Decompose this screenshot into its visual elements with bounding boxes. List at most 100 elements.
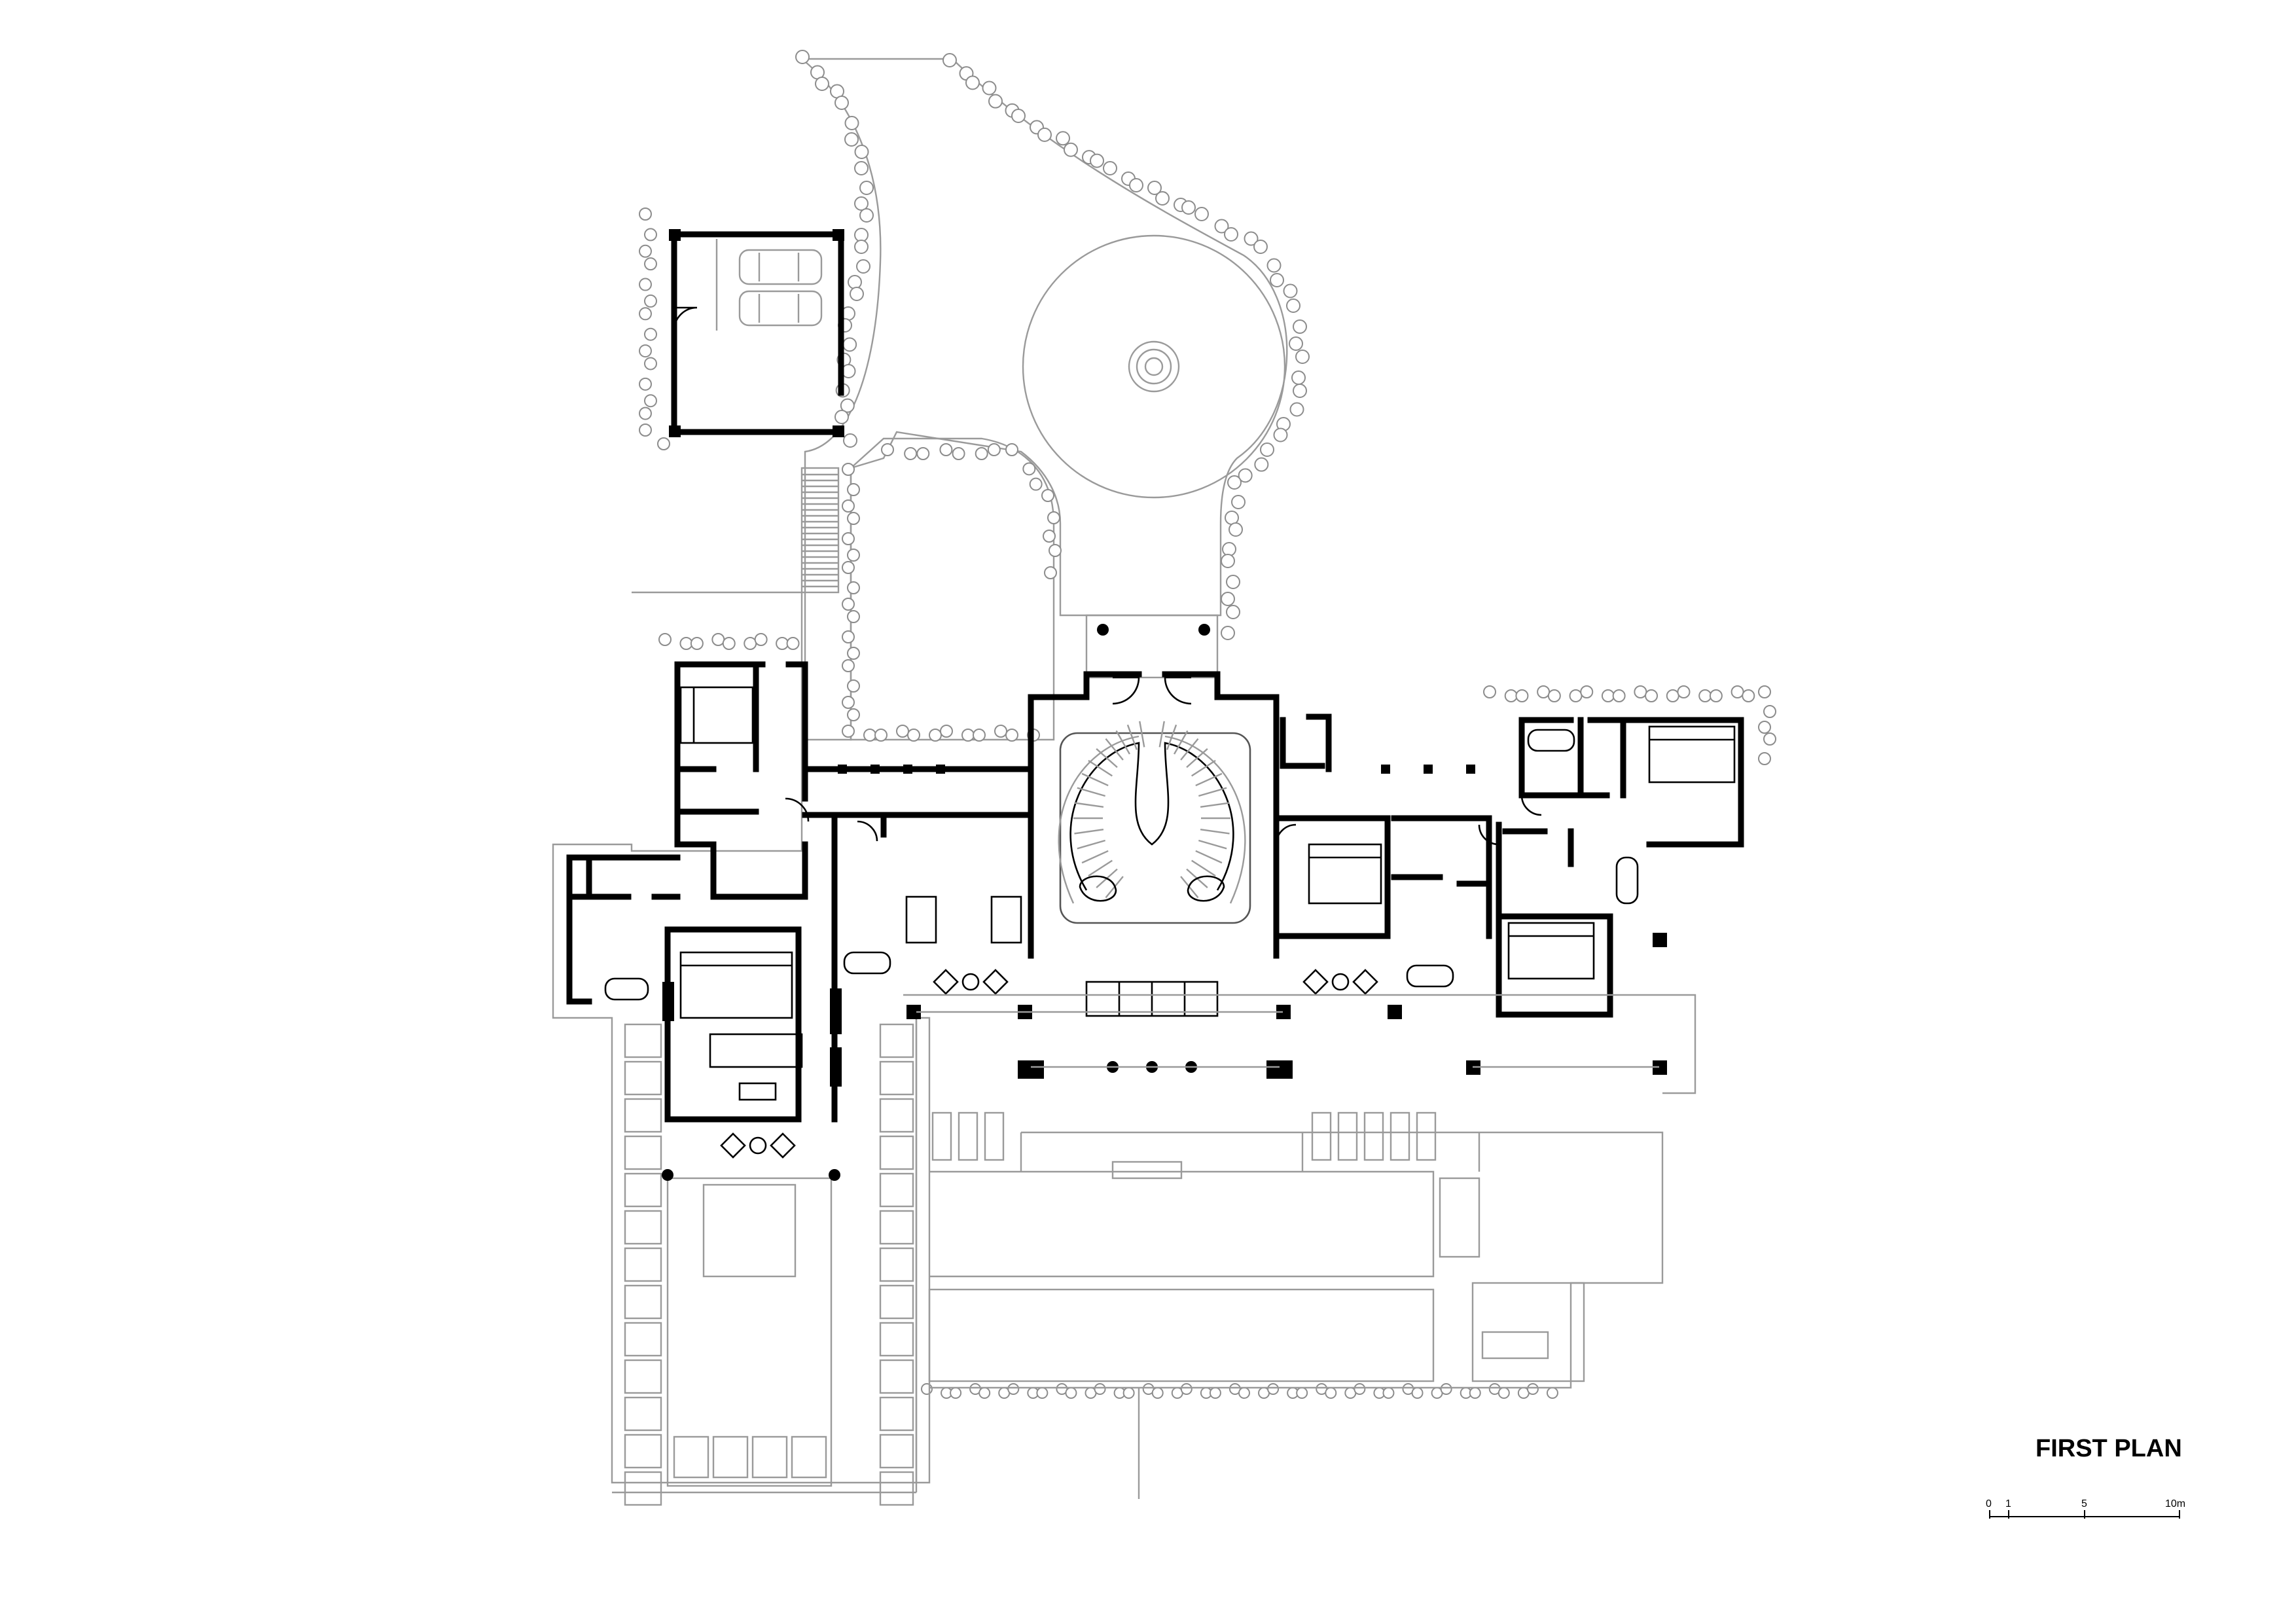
tree-icon xyxy=(679,637,693,650)
tree-icon xyxy=(952,447,965,460)
tree-icon xyxy=(1129,178,1143,192)
tree-icon xyxy=(1515,689,1529,702)
tree-icon xyxy=(1047,511,1060,524)
bathtub xyxy=(1406,964,1454,988)
tree-icon xyxy=(842,725,855,738)
tree-icon xyxy=(929,729,942,742)
scale-tick-label: 1 xyxy=(2005,1498,2011,1509)
tree-icon xyxy=(1090,153,1104,168)
tree-icon xyxy=(854,240,869,254)
tree-icon xyxy=(1238,1387,1250,1399)
pool xyxy=(928,1288,1435,1382)
tree-icon xyxy=(1155,191,1170,206)
tree-icon xyxy=(1226,605,1240,619)
bathtub xyxy=(843,951,891,975)
tree-icon xyxy=(844,116,859,130)
tree-icon xyxy=(848,275,862,289)
tree-icon xyxy=(939,443,953,456)
bathtub xyxy=(604,977,649,1001)
tree-icon xyxy=(1612,689,1626,702)
tree-icon xyxy=(842,659,855,672)
tree-icon xyxy=(1763,705,1776,718)
tree-icon xyxy=(1238,468,1253,483)
tree-icon xyxy=(940,725,953,738)
tree-icon xyxy=(776,637,789,650)
tree-icon xyxy=(1411,1387,1424,1399)
tree-icon xyxy=(1270,273,1284,287)
tree-icon xyxy=(754,633,768,646)
tree-icon xyxy=(965,75,980,90)
tree-icon xyxy=(847,549,860,562)
tree-icon xyxy=(842,696,855,709)
tree-icon xyxy=(854,196,869,211)
tree-icon xyxy=(975,447,988,460)
left-terrace-outline xyxy=(552,591,918,1484)
tree-icon xyxy=(1224,227,1238,242)
tree-icon xyxy=(1758,685,1771,698)
tree-icon xyxy=(859,208,874,223)
tree-icon xyxy=(644,228,657,242)
tree-icon xyxy=(786,637,800,650)
tree-icon xyxy=(988,94,1003,109)
tree-icon xyxy=(1221,592,1235,606)
tree-icon xyxy=(863,729,876,742)
tree-icon xyxy=(1763,732,1776,746)
fountain-outer xyxy=(1128,340,1180,393)
fountain-mid xyxy=(1136,348,1172,385)
tree-icon xyxy=(1440,1383,1452,1395)
tree-icon xyxy=(1645,689,1659,702)
tree-icon xyxy=(1194,207,1209,221)
tree-icon xyxy=(1037,127,1052,142)
tree-icon xyxy=(644,394,657,408)
tree-icon xyxy=(1504,689,1518,702)
fountain-inner xyxy=(1144,357,1164,376)
tree-icon xyxy=(1286,298,1300,313)
tree-icon xyxy=(1147,181,1162,195)
tree-icon xyxy=(1036,1387,1049,1399)
tree-icon xyxy=(921,1383,933,1395)
tree-icon xyxy=(859,181,874,195)
tree-icon xyxy=(881,443,894,456)
tree-icon xyxy=(1547,689,1561,702)
bed xyxy=(1308,843,1382,905)
tree-icon xyxy=(1043,530,1056,543)
tree-icon xyxy=(1022,462,1036,476)
tree-icon xyxy=(1103,161,1117,175)
tree-icon xyxy=(1758,721,1771,734)
tree-icon xyxy=(1029,477,1043,491)
site-landscape xyxy=(552,50,1776,1484)
tree-icon xyxy=(1677,685,1691,698)
tree-icon xyxy=(834,96,849,110)
tree-icon xyxy=(1601,689,1615,702)
tree-icon xyxy=(1151,1387,1164,1399)
tree-icon xyxy=(1291,370,1306,385)
scale-tick-label: 5 xyxy=(2081,1498,2087,1509)
garage-stair xyxy=(800,467,840,594)
tree-icon xyxy=(874,729,888,742)
car-icon xyxy=(738,290,823,327)
tree-icon xyxy=(854,161,869,175)
tree-icon xyxy=(842,463,855,476)
tree-icon xyxy=(978,1387,991,1399)
tree-icon xyxy=(644,357,657,370)
tree-icon xyxy=(1227,475,1242,490)
tree-icon xyxy=(950,1387,962,1399)
tree-icon xyxy=(1382,1387,1395,1399)
tree-icon xyxy=(815,77,829,91)
tree-icon xyxy=(658,633,672,646)
tree-icon xyxy=(1273,427,1288,442)
tree-icon xyxy=(982,81,997,96)
tree-icon xyxy=(639,424,652,437)
tree-icon xyxy=(1283,283,1298,298)
tree-icon xyxy=(1221,626,1235,640)
tree-icon xyxy=(1049,544,1062,557)
tree-icon xyxy=(842,598,855,611)
tree-icon xyxy=(639,377,652,391)
tree-icon xyxy=(1666,689,1679,702)
tree-icon xyxy=(994,725,1007,738)
tree-plantings xyxy=(639,50,1776,1399)
tree-icon xyxy=(644,257,657,271)
terrace-columns xyxy=(662,933,1667,1181)
tree-icon xyxy=(1007,1383,1020,1395)
